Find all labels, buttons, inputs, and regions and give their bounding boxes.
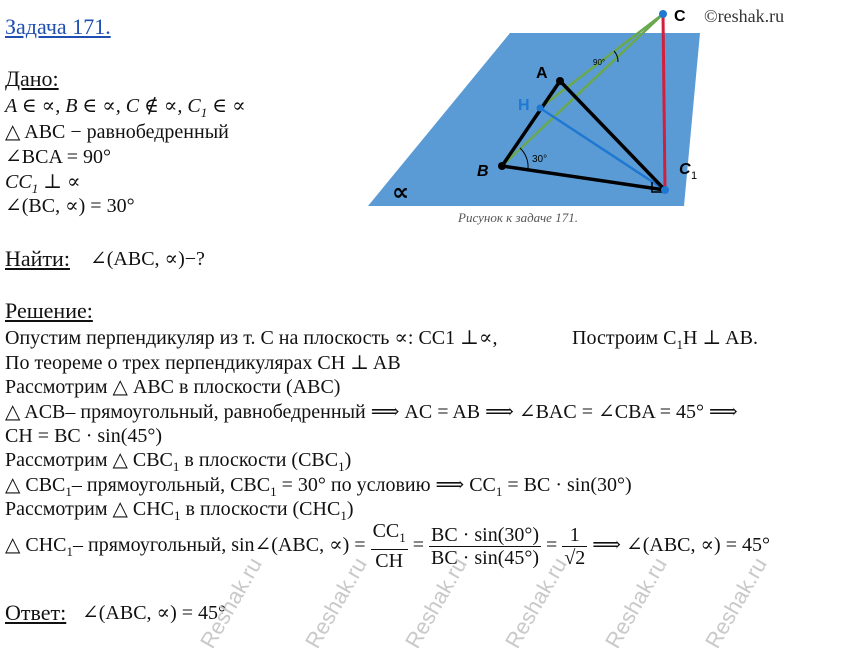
segment-bc1 (501, 164, 666, 192)
solution-line-4: △ ACB– прямоугольный, равнобедренный ⟹ A… (5, 401, 738, 423)
point-c (659, 10, 667, 18)
solution-line-6: Рассмотрим △ CBC1 в плоскости (CBC1) (5, 449, 352, 474)
given-line-4: CC1 ⊥ ∝ (5, 171, 81, 196)
given-line-2: △ ABC − равнобедренный (5, 121, 229, 143)
fraction-one-over-root2: 1√2 (562, 523, 588, 569)
solution-line-9: △ CHC1– прямоугольный, sin∠(ABC, ∝) = CC… (5, 520, 770, 573)
given-line-3: ∠BCA = 90° (5, 146, 112, 168)
segment-cc1 (661, 13, 667, 191)
segment-ac1 (558, 79, 667, 192)
angle-arc-c (613, 50, 619, 63)
label-c1: C (679, 161, 691, 178)
solution-line-5: CH = BC · sin(45°) (5, 425, 163, 447)
label-h: H (518, 97, 530, 114)
solution-line-8: Рассмотрим △ CHC1 в плоскости (CHC1) (5, 498, 354, 523)
given-line-5: ∠(BC, ∝) = 30° (5, 195, 135, 217)
answer-text: ∠(ABC, ∝) = 45° (82, 602, 227, 624)
solution-line-1b: Построим C1H ⊥ AB. (572, 327, 758, 352)
find-text: ∠(ABC, ∝)−? (90, 248, 205, 270)
label-angle-30: 30° (532, 154, 547, 165)
given-line-1: A ∈ ∝, B ∈ ∝, C ∉ ∝, C1 ∈ ∝ (5, 95, 246, 120)
geometry-figure: C A H B C 1 30° 90° ∝ (368, 8, 700, 206)
right-angle-marker (651, 182, 663, 193)
fraction-sin: BC · sin(30°)BC · sin(45°) (429, 523, 542, 569)
segment-cb-green (501, 13, 664, 167)
label-c: C (674, 8, 686, 25)
solution-line-2: По теореме о трех перпендикулярах CH ⊥ A… (5, 352, 401, 374)
segment-ab (500, 80, 562, 167)
given-heading: Дано: (5, 66, 59, 91)
answer-heading: Ответ: (5, 600, 67, 625)
label-c1-sub: 1 (691, 170, 697, 182)
point-c1 (661, 186, 669, 194)
label-a: A (536, 65, 548, 82)
point-a (556, 77, 564, 85)
label-b: B (477, 163, 489, 180)
figure-caption: Рисунок к задаче 171. (458, 210, 578, 225)
segment-c1h-blue (539, 106, 666, 192)
solution-line-7: △ CBC1– прямоугольный, CBC1 = 30° по усл… (5, 474, 632, 499)
angle-arc-b (519, 147, 529, 170)
copyright-text: ©reshak.ru (704, 6, 785, 26)
point-h (536, 104, 544, 112)
solution-line-1a: Опустим перпендикуляр из т. C на плоскос… (5, 327, 498, 349)
point-b (498, 162, 506, 170)
find-heading: Найти: (5, 246, 70, 271)
problem-title[interactable]: Задача 171. (5, 14, 111, 39)
label-angle-90: 90° (593, 58, 605, 67)
solution-heading: Решение: (5, 298, 93, 323)
label-alpha: ∝ (392, 178, 409, 206)
solution-line-3: Рассмотрим △ ABC в плоскости (ABC) (5, 376, 341, 398)
segment-ch-green (539, 13, 664, 109)
